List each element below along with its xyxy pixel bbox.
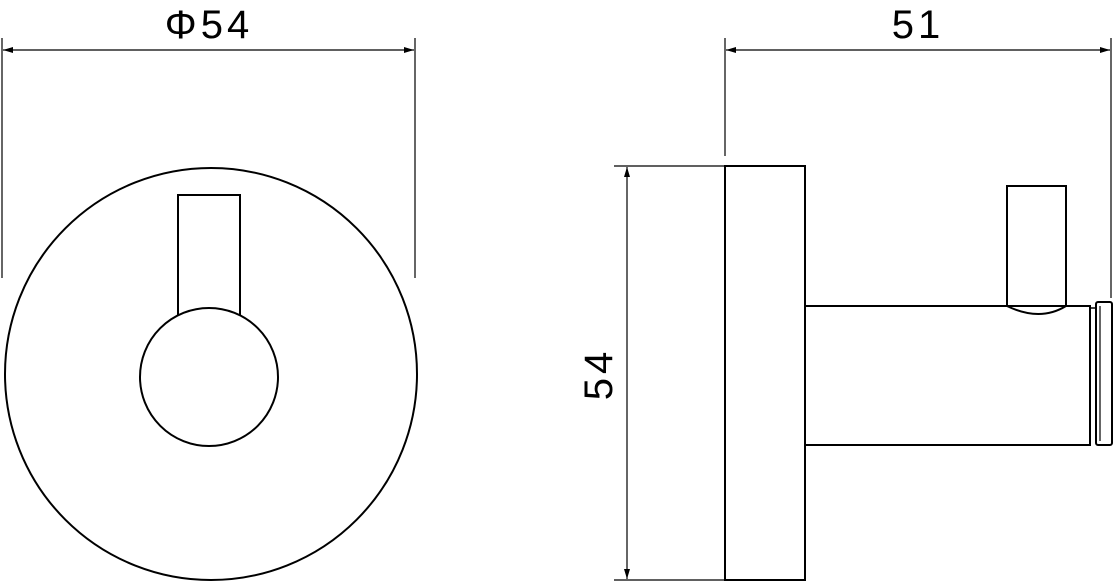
rosette-outline [4, 167, 418, 581]
knob-outline [139, 307, 279, 447]
hook-arm-joint-curve [1006, 305, 1067, 315]
diameter-label: Φ54 [165, 3, 253, 47]
end-cap-outline [1095, 301, 1113, 446]
hook-stem-outline [805, 305, 1091, 446]
hook-arm-outline [177, 194, 241, 318]
depth-label: 51 [892, 3, 945, 47]
height-label: 54 [577, 348, 621, 401]
front-view: Φ54 [1, 3, 418, 581]
hook-arm-side-outline [1006, 185, 1067, 306]
base-plate-outline [724, 165, 806, 581]
side-view: 51 54 [577, 3, 1113, 581]
